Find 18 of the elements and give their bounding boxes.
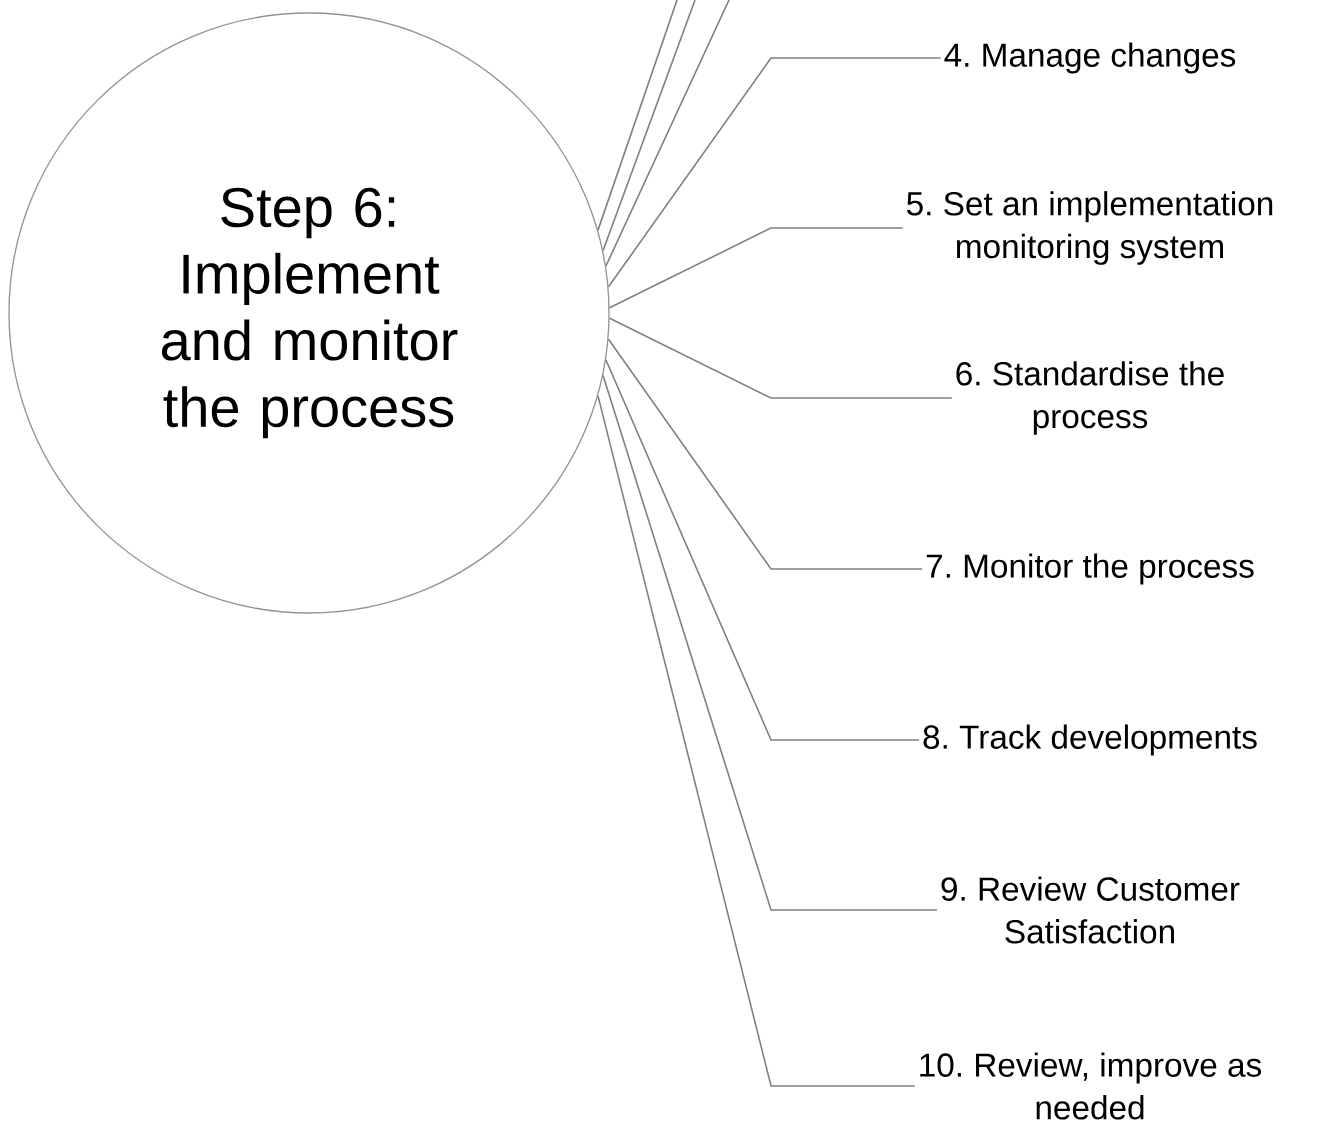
- step-label: 6. Standardise the process: [956, 361, 1224, 435]
- connector-line: [597, 0, 678, 231]
- step-label: 8. Track developments: [923, 724, 1257, 756]
- step-label: 4. Manage changes: [944, 42, 1236, 74]
- connector-line: [605, 359, 920, 741]
- connector-line: [607, 57, 942, 288]
- circle-node: Step 6: Implement and monitor the process: [8, 12, 610, 614]
- connector-line: [602, 0, 696, 252]
- connector-line: [607, 338, 923, 570]
- step-label: 7. Monitor the process: [926, 553, 1254, 585]
- step-label: 10. Review, improve as needed: [920, 1052, 1262, 1120]
- connector-line: [608, 317, 953, 399]
- step-label: 5. Set an implementation monitoring system: [907, 191, 1273, 265]
- connector-line: [602, 374, 938, 911]
- step-label: 9. Review Customer Satisfaction: [941, 876, 1240, 944]
- connector-line: [605, 0, 730, 267]
- connector-line: [608, 227, 904, 309]
- connector-line: [597, 395, 916, 1087]
